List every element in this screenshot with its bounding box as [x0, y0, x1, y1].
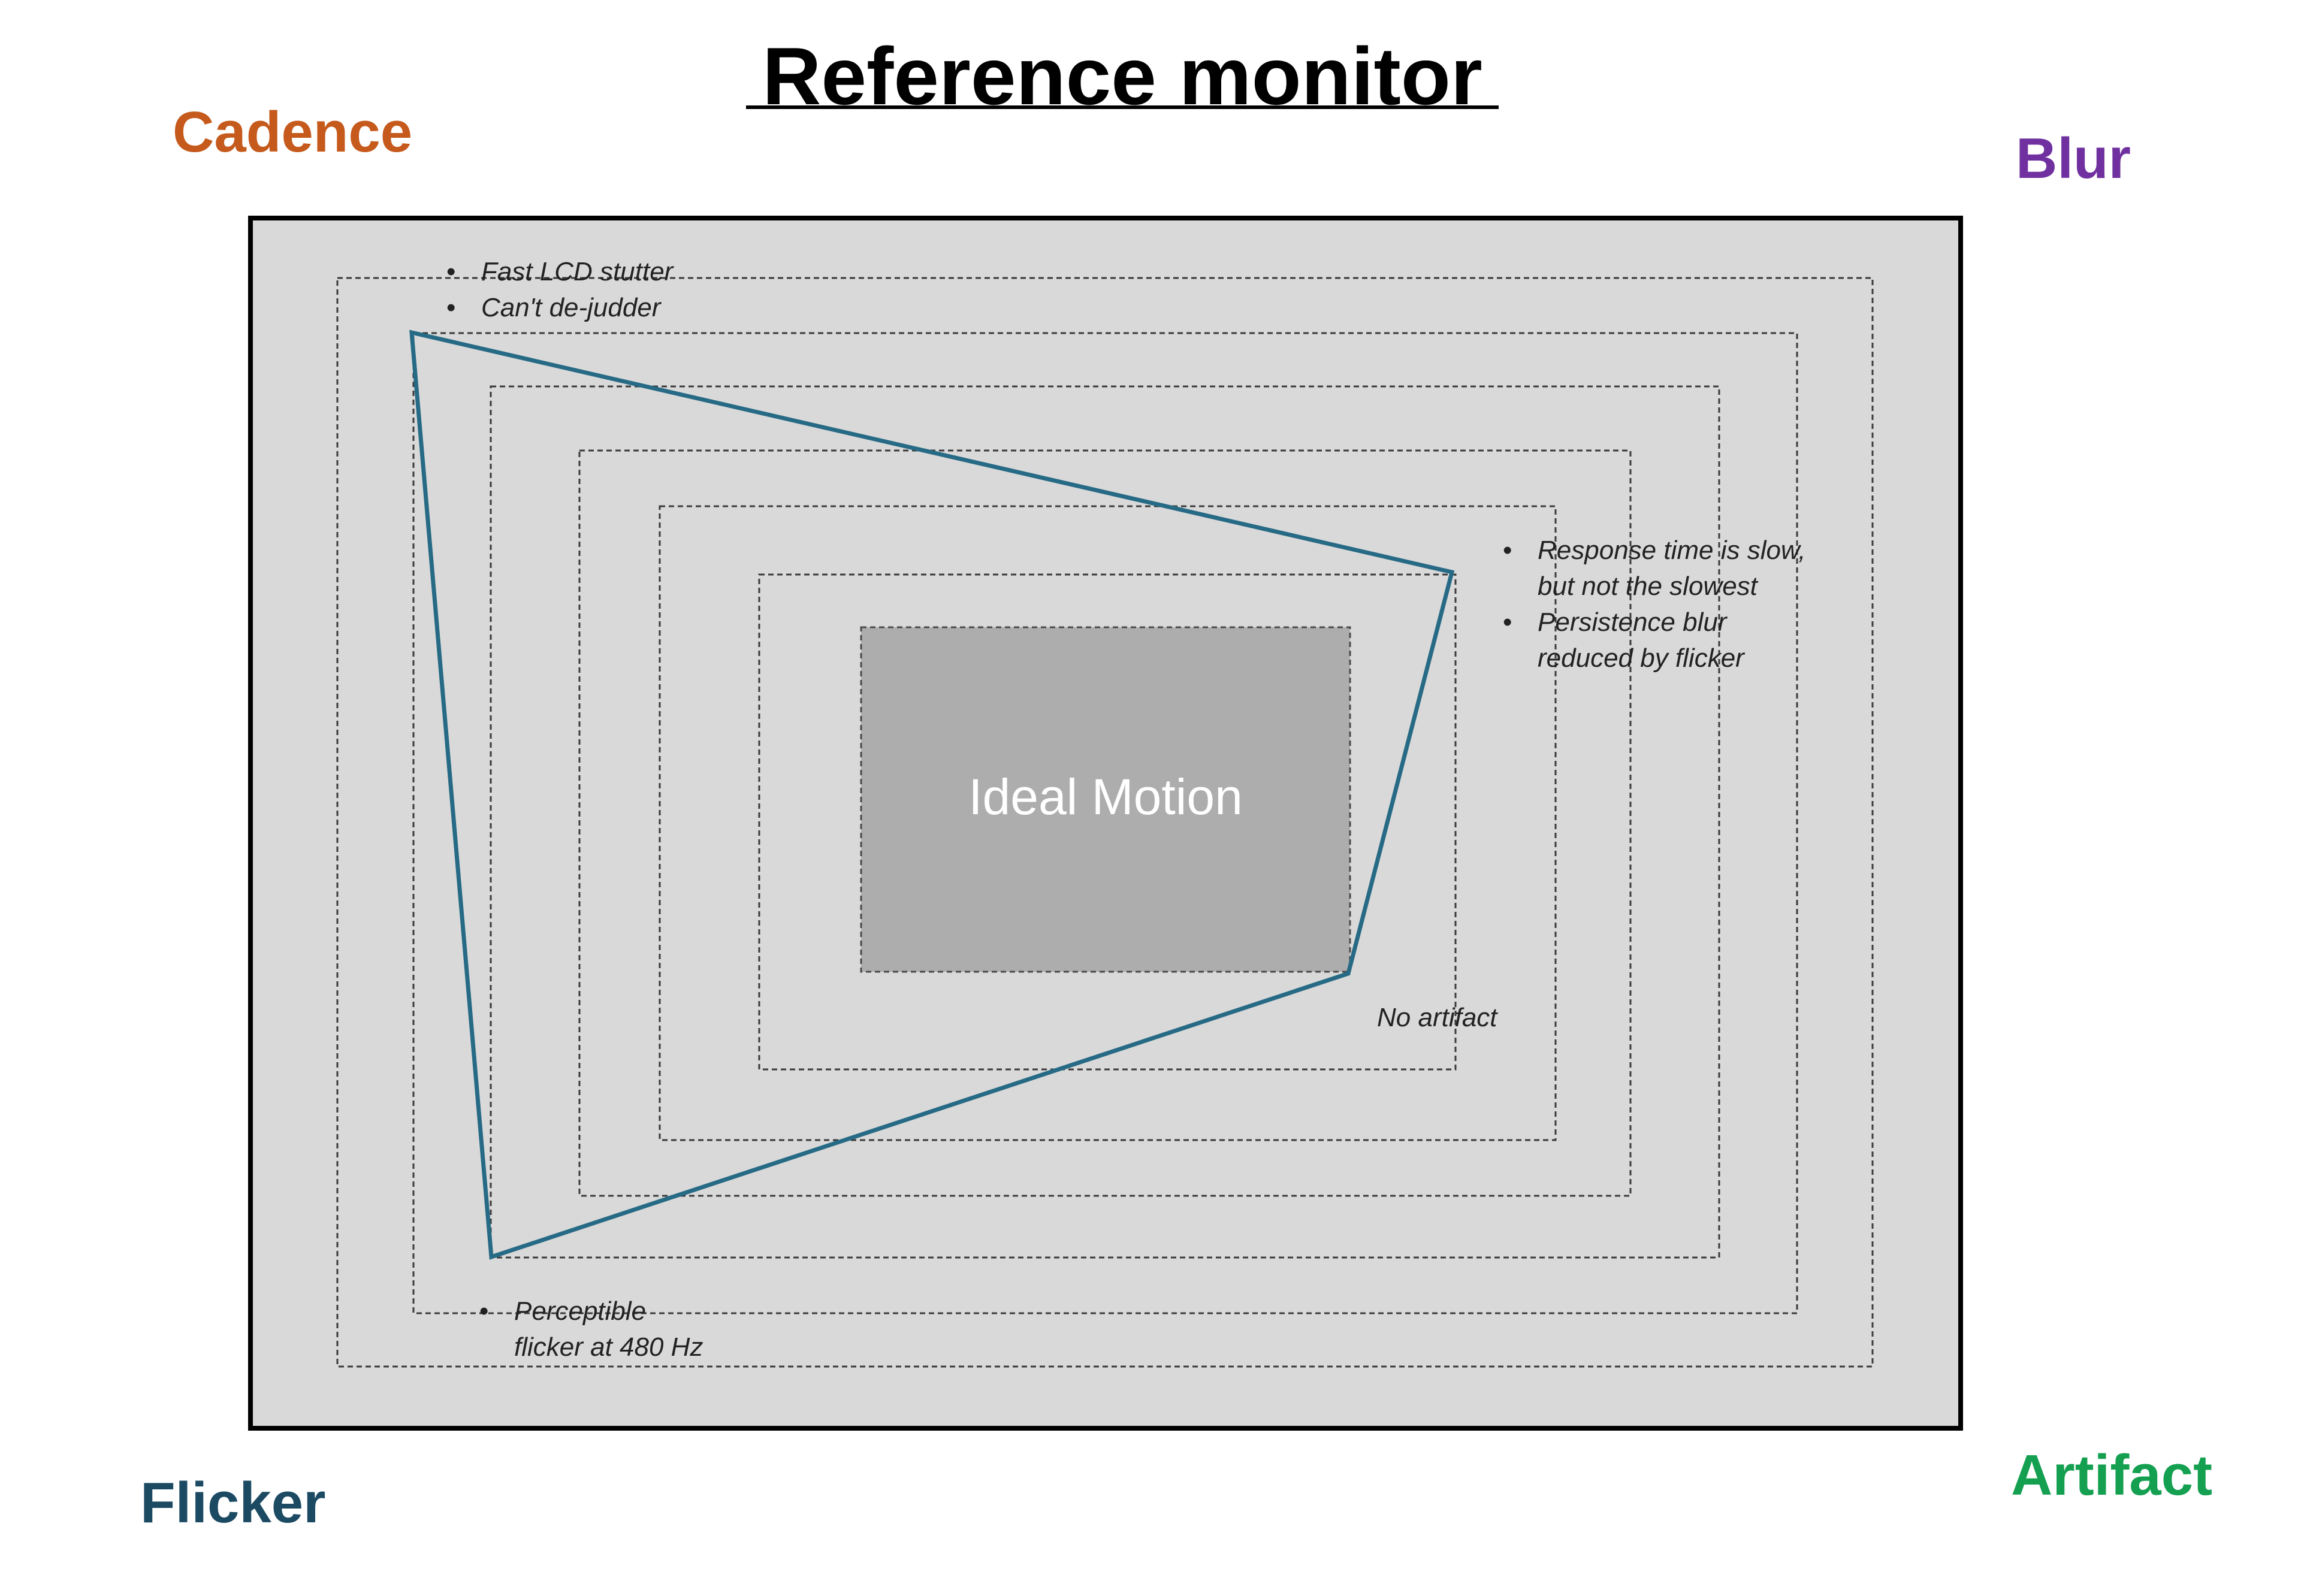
flicker-note: •Perceptible flicker at 480 Hz — [479, 1293, 703, 1365]
level-ring-5 — [490, 385, 1720, 1259]
axis-label-cadence: Cadence — [173, 100, 413, 164]
bullet-icon: • — [446, 293, 456, 322]
cadence-note: •Fast LCD stutter •Can't de-judder — [446, 254, 673, 326]
blur-note-line: •Persistence blur — [1503, 604, 1806, 640]
blur-note-line: but not the slowest — [1538, 572, 1758, 601]
ideal-motion-label: Ideal Motion — [968, 769, 1243, 825]
cadence-note-item: •Can't de-judder — [446, 290, 673, 326]
axis-label-flicker: Flicker — [140, 1471, 326, 1535]
level-ring-3 — [659, 505, 1557, 1141]
ideal-motion-box — [860, 626, 1351, 973]
title-underline — [746, 105, 1499, 109]
bullet-icon: • — [479, 1296, 489, 1326]
blur-note: •Response time is slow, but not the slow… — [1503, 533, 1806, 676]
cadence-note-item: •Fast LCD stutter — [446, 254, 673, 290]
bullet-icon: • — [1503, 607, 1512, 637]
level-ring-4 — [578, 449, 1632, 1197]
bullet-icon: • — [446, 257, 456, 286]
level-ring-2 — [758, 573, 1457, 1071]
bullet-icon: • — [1503, 536, 1512, 565]
artifact-note: No artifact — [1377, 1003, 1497, 1032]
axis-label-artifact: Artifact — [2011, 1443, 2213, 1507]
blur-note-line: •Response time is slow, — [1503, 533, 1806, 569]
flicker-note-line: flicker at 480 Hz — [514, 1332, 703, 1362]
blur-note-line: reduced by flicker — [1538, 643, 1744, 673]
radar-polygon — [409, 330, 1455, 1260]
axis-label-blur: Blur — [2016, 126, 2131, 191]
level-ring-6 — [412, 332, 1798, 1314]
level-ring-7 — [336, 277, 1874, 1368]
flicker-note-line: •Perceptible — [479, 1293, 703, 1329]
